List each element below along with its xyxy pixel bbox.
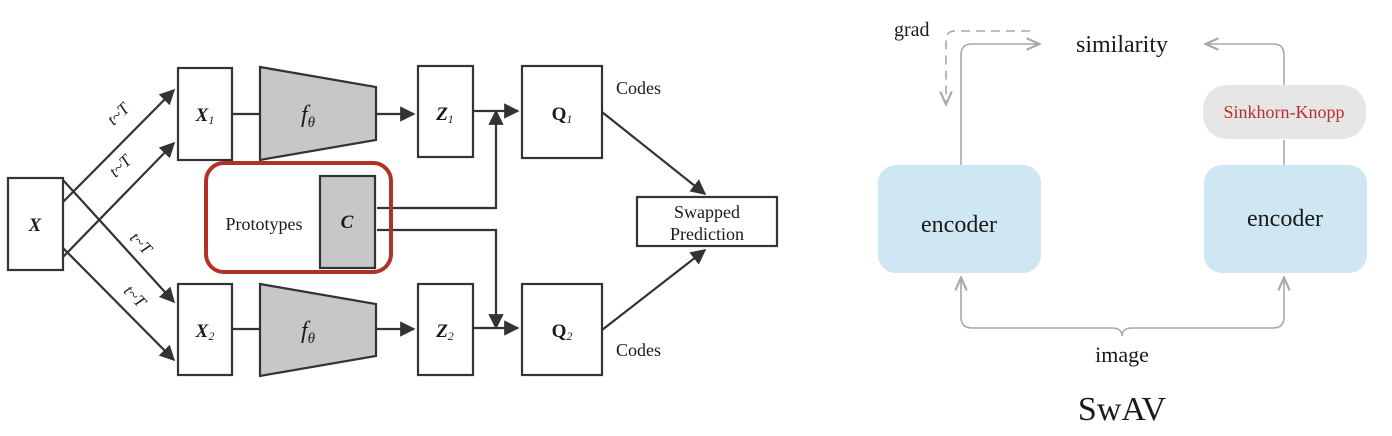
input-x-box: [6, 176, 65, 272]
image-bracket-notch: [1111, 327, 1133, 337]
prototypes-c-label: C: [341, 212, 354, 233]
right-diagram: grad similarity Sinkhorn-Knopp encoder e…: [878, 19, 1367, 428]
aug-label-4: t~T: [120, 281, 151, 312]
image-bracket-right: [1132, 279, 1284, 329]
aug-arrow-top-1: [62, 88, 176, 203]
image-label: image: [1095, 342, 1149, 367]
encoder-top-label: fθ: [301, 102, 316, 131]
q2-label: Q2: [552, 321, 573, 343]
swav-title: SwAV: [1078, 391, 1167, 428]
left-diagram: X t~T t~T t~T t~T X1 X2 fθ fθ Z1 Z2: [6, 64, 779, 378]
sinkhorn-knopp-label: Sinkhorn-Knopp: [1224, 102, 1345, 122]
prototypes-highlight: [204, 161, 393, 274]
left-encoder-to-similarity: [960, 44, 1038, 165]
encoder-bottom-label: fθ: [301, 318, 316, 347]
view-x1-label: X1: [195, 105, 215, 127]
right-encoder-box: [1204, 165, 1367, 273]
image-bracket-left: [961, 279, 1112, 329]
similarity-label: similarity: [1076, 32, 1168, 58]
aug-label-1: t~T: [103, 98, 134, 129]
codes-top-label: Codes: [616, 78, 661, 98]
encoder-bottom-trapezoid: [258, 282, 378, 378]
codes-bottom-label: Codes: [616, 340, 661, 360]
grad-label: grad: [894, 19, 930, 41]
sinkhorn-to-similarity: [1207, 44, 1285, 85]
left-encoder-box: [878, 165, 1041, 273]
q1-box: [520, 64, 604, 160]
aug-arrow-bottom-2: [62, 247, 176, 362]
swapped-prediction-box: [635, 195, 779, 248]
right-encoder-label: encoder: [1247, 206, 1323, 232]
swapped-prediction-line2: Prediction: [670, 224, 744, 244]
sinkhorn-knopp-box: [1203, 85, 1366, 139]
view-x1-box: [176, 66, 234, 162]
q1-label: Q1: [552, 104, 573, 126]
q1-to-swapped: [601, 111, 707, 195]
grad-dashed-arrow: [946, 30, 1030, 103]
prototype-to-q1: [377, 109, 504, 210]
q2-box: [520, 282, 604, 377]
aug-arrow-bottom-1: [62, 179, 176, 304]
z1-label: Z1: [435, 104, 454, 126]
input-x-label: X: [28, 215, 43, 236]
encoder-top-trapezoid: [258, 65, 378, 162]
prototype-to-q2: [377, 228, 504, 330]
prototypes-label: Prototypes: [225, 214, 302, 234]
view-x2-label: X2: [195, 321, 215, 343]
z2-box: [416, 282, 475, 377]
q2-to-swapped: [601, 249, 707, 331]
swapped-prediction-line1: Swapped: [674, 202, 740, 222]
aug-arrow-top-2: [62, 141, 176, 258]
prototypes-c-box: [318, 174, 377, 270]
left-encoder-label: encoder: [921, 212, 997, 238]
z2-label: Z2: [435, 321, 454, 343]
